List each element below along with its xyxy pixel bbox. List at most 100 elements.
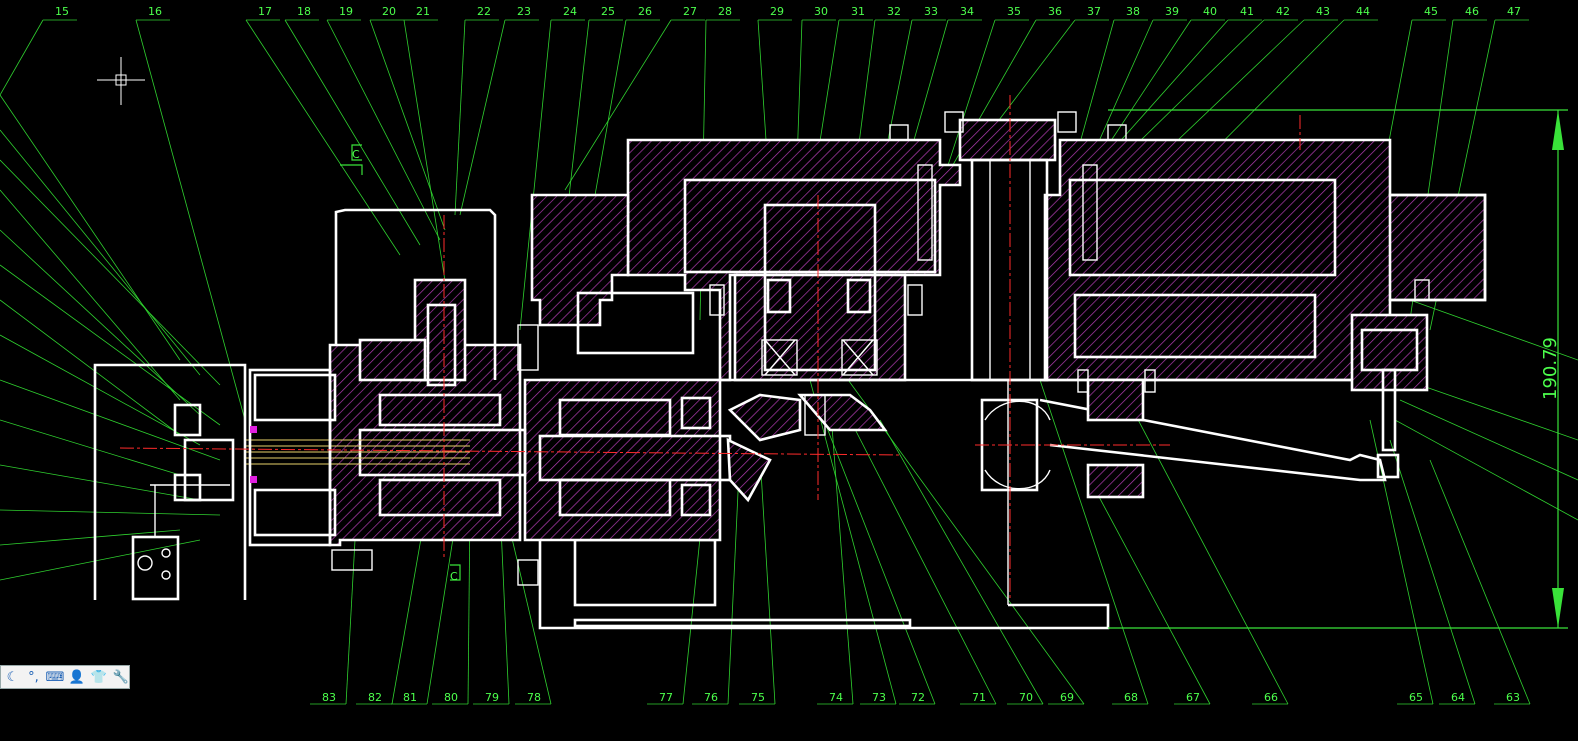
leader-line-right — [1419, 384, 1578, 441]
assembly-drawing: C C 190.79 — [93, 57, 1568, 630]
part-label-15: 15 — [55, 5, 69, 18]
moon-icon[interactable]: ☾ — [6, 669, 19, 685]
leader-line-66 — [1124, 394, 1289, 705]
part-label-82: 82 — [368, 691, 382, 704]
left-flange — [530, 193, 630, 327]
part-label-64: 64 — [1451, 691, 1465, 704]
leader-line-23 — [459, 19, 506, 216]
leader-line-83 — [345, 539, 356, 705]
leader-line-16 — [135, 19, 246, 421]
part-label-75: 75 — [751, 691, 765, 704]
leader-line-left — [0, 509, 221, 516]
leader-line-74 — [829, 399, 854, 705]
leader-line-24 — [519, 19, 552, 331]
part-label-37: 37 — [1087, 5, 1101, 18]
part-label-36: 36 — [1048, 5, 1062, 18]
part-label-17: 17 — [258, 5, 272, 18]
wrench-icon[interactable]: 🔧 — [112, 669, 130, 685]
leader-line-64 — [1389, 439, 1476, 705]
leader-line-left — [0, 334, 201, 446]
part-label-41: 41 — [1240, 5, 1254, 18]
part-label-63: 63 — [1506, 691, 1520, 704]
part-label-77: 77 — [659, 691, 673, 704]
leader-line-left — [0, 159, 221, 386]
part-label-45: 45 — [1424, 5, 1438, 18]
leader-line-left — [0, 189, 181, 401]
leader-line-20 — [369, 19, 446, 231]
part-label-18: 18 — [297, 5, 311, 18]
leader-line-68 — [1039, 379, 1149, 705]
part-label-42: 42 — [1276, 5, 1290, 18]
leader-line-21 — [403, 19, 449, 301]
part-label-74: 74 — [829, 691, 843, 704]
leader-line-right — [1399, 399, 1578, 481]
part-label-25: 25 — [601, 5, 615, 18]
left-bracket — [93, 363, 247, 600]
leader-line-19 — [326, 19, 441, 241]
part-label-22: 22 — [477, 5, 491, 18]
leader-line-15 — [0, 19, 44, 96]
leader-line-left — [0, 379, 221, 461]
part-label-80: 80 — [444, 691, 458, 704]
part-label-30: 30 — [814, 5, 828, 18]
part-label-46: 46 — [1465, 5, 1479, 18]
part-label-79: 79 — [485, 691, 499, 704]
user-icon[interactable]: 👤 — [68, 669, 86, 685]
right-flange — [1388, 193, 1487, 302]
part-label-35: 35 — [1007, 5, 1021, 18]
leader-line-75 — [759, 454, 776, 705]
leader-line-76 — [727, 449, 741, 705]
part-label-23: 23 — [517, 5, 531, 18]
leader-line-67 — [1089, 479, 1211, 705]
part-label-40: 40 — [1203, 5, 1217, 18]
part-label-20: 20 — [382, 5, 396, 18]
punctuation-icon[interactable]: °, — [28, 669, 39, 685]
part-label-44: 44 — [1356, 5, 1370, 18]
leader-line-right — [1409, 299, 1578, 361]
part-label-29: 29 — [770, 5, 784, 18]
keyboard-icon[interactable]: ⌨ — [45, 669, 65, 685]
part-label-26: 26 — [638, 5, 652, 18]
leader-line-27 — [564, 19, 672, 191]
part-label-66: 66 — [1264, 691, 1278, 704]
right-cylinder — [1350, 313, 1429, 392]
part-label-67: 67 — [1186, 691, 1200, 704]
leader-line-left — [0, 94, 181, 361]
shirt-icon[interactable]: 👕 — [90, 669, 108, 685]
lower-cavity-right — [1073, 293, 1317, 359]
part-label-76: 76 — [704, 691, 718, 704]
leader-line-18 — [284, 19, 421, 246]
part-label-21: 21 — [416, 5, 430, 18]
part-label-19: 19 — [339, 5, 353, 18]
part-label-43: 43 — [1316, 5, 1330, 18]
left-cavity — [576, 291, 695, 355]
lever-arm — [1039, 398, 1387, 482]
leader-line-17 — [245, 19, 401, 256]
leader-line-22 — [454, 19, 466, 216]
part-label-70: 70 — [1019, 691, 1033, 704]
leader-line-left — [0, 419, 181, 476]
part-label-31: 31 — [851, 5, 865, 18]
part-label-27: 27 — [683, 5, 697, 18]
top-cap — [958, 118, 1057, 162]
part-label-71: 71 — [972, 691, 986, 704]
leader-line-left — [0, 464, 201, 501]
leader-line-70 — [879, 419, 1044, 705]
leader-line-72 — [819, 409, 936, 705]
part-label-68: 68 — [1124, 691, 1138, 704]
part-label-38: 38 — [1126, 5, 1140, 18]
part-label-47: 47 — [1507, 5, 1521, 18]
upper-cavity-left — [683, 178, 937, 274]
part-label-16: 16 — [148, 5, 162, 18]
ime-toolbar: ☾ °, ⌨👤👕🔧 — [0, 665, 130, 689]
upper-cavity-right — [1068, 178, 1337, 277]
part-label-28: 28 — [718, 5, 732, 18]
leader-line-35 — [939, 19, 996, 191]
part-label-72: 72 — [911, 691, 925, 704]
bearing-housing — [733, 273, 907, 382]
part-label-32: 32 — [887, 5, 901, 18]
leader-line-left — [0, 539, 201, 581]
